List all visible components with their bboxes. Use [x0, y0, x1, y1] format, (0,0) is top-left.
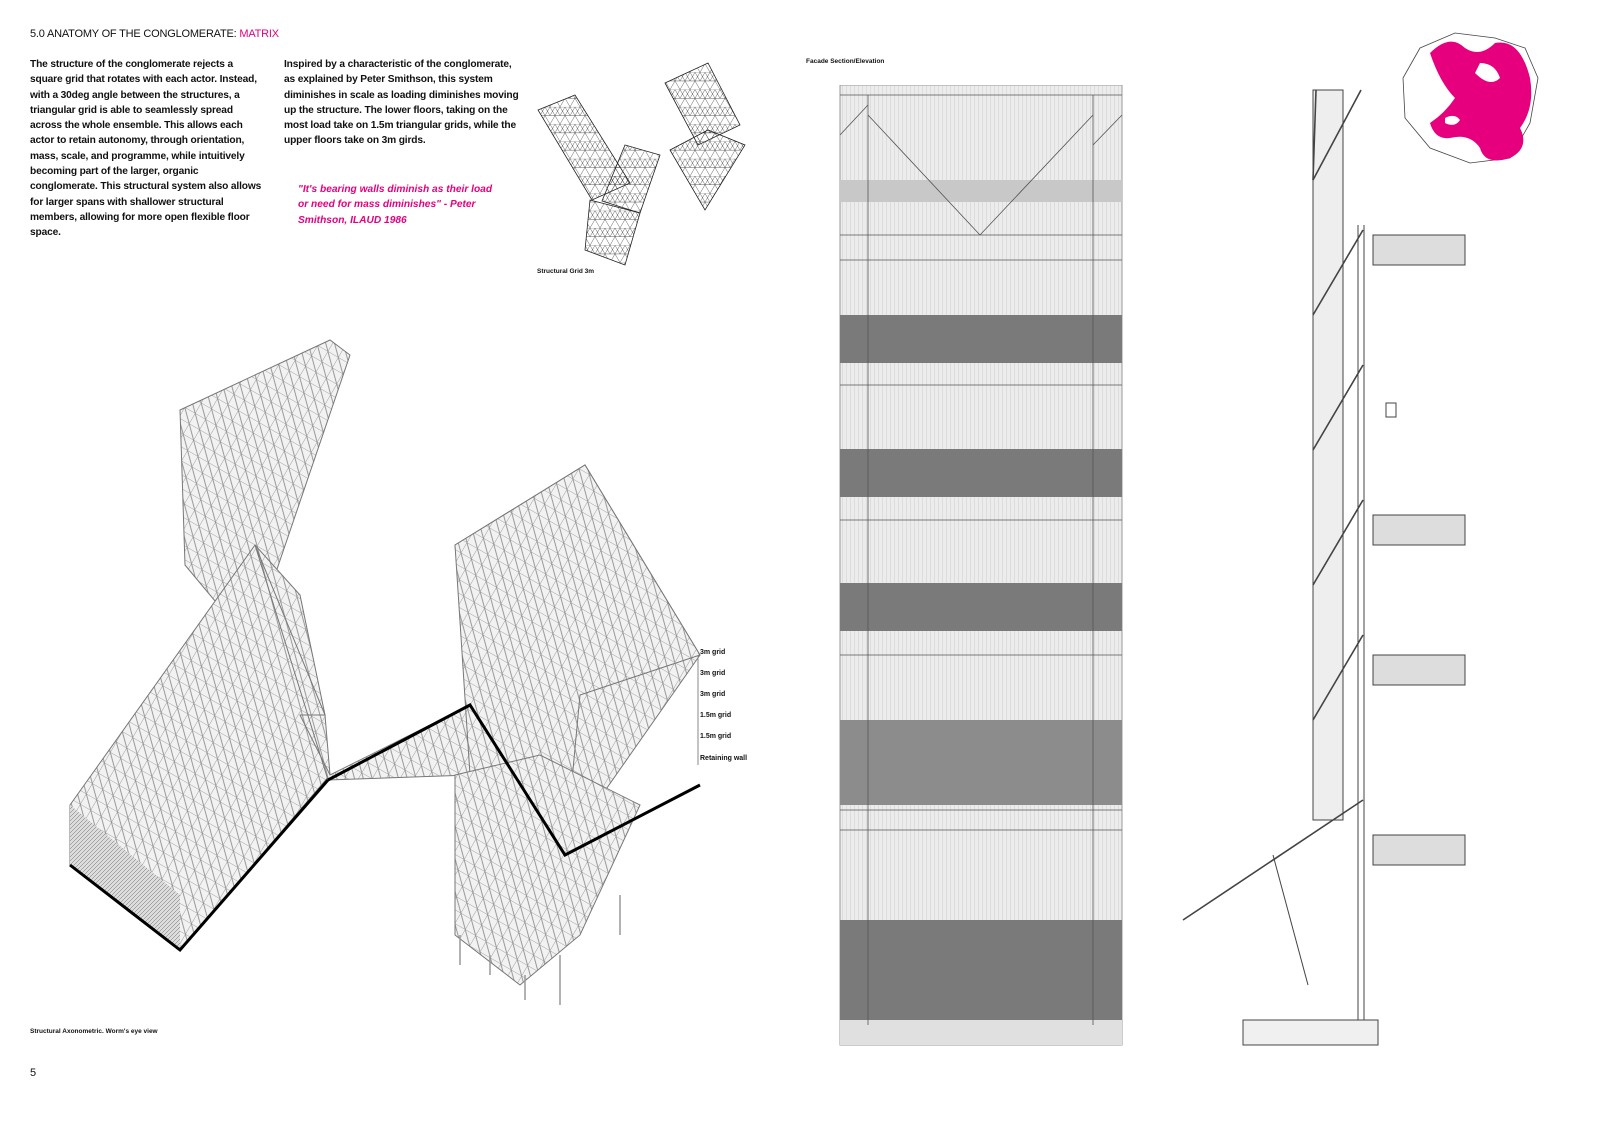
axo-label: 3m grid [700, 649, 726, 656]
axonometric-caption: Structural Axonometric. Worm's eye view [30, 1028, 158, 1035]
axo-label: 1.5m grid [700, 712, 732, 719]
axo-label: 3m grid [700, 670, 726, 677]
grid-caption: Structural Grid 3m [537, 268, 595, 275]
facade-caption: Facade Section/Elevation [806, 58, 885, 65]
structural-grid-diagram [537, 62, 746, 266]
page-title: 5.0 ANATOMY OF THE CONGLOMERATE: MATRIX [30, 28, 279, 40]
body-text-col2: Inspired by a characteristic of the cong… [284, 59, 519, 147]
structural-axonometric-drawing [69, 339, 701, 1005]
page-number: 5 [30, 1067, 37, 1079]
axo-label: 1.5m grid [700, 733, 732, 740]
axo-label: Retaining wall [700, 755, 748, 762]
facade-section-drawing [1182, 89, 1466, 1046]
title-prefix: 5.0 ANATOMY OF THE CONGLOMERATE: [30, 28, 240, 40]
axo-label: 3m grid [700, 691, 726, 698]
conglomerate-logo-blob [1402, 32, 1539, 164]
facade-elevation-drawing [839, 85, 1123, 1046]
body-text-col1: The structure of the conglomerate reject… [30, 59, 262, 239]
pull-quote: "It's bearing walls diminish as their lo… [298, 184, 493, 226]
title-accent: MATRIX [239, 28, 279, 40]
